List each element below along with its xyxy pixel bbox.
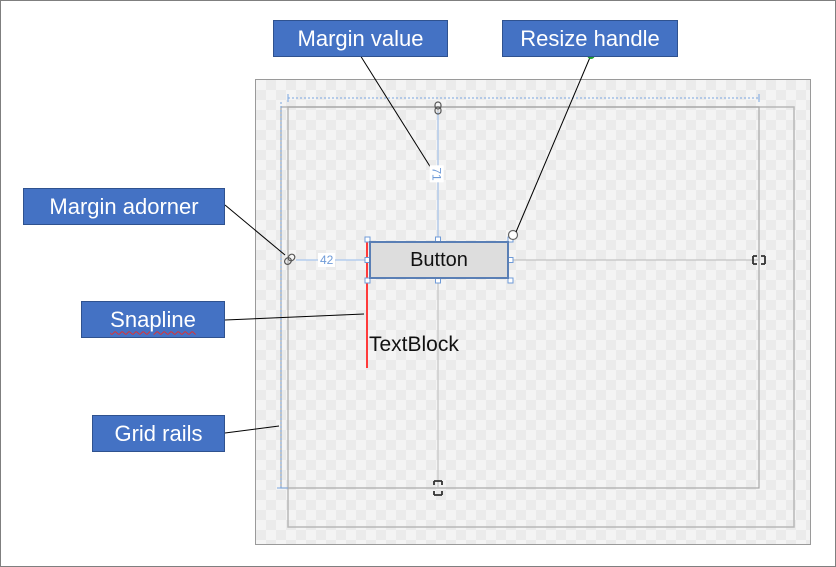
callout-resize-handle: Resize handle bbox=[502, 20, 678, 57]
margin-adorner-left-icon[interactable] bbox=[283, 253, 296, 266]
leader-margin-adorner bbox=[224, 204, 286, 256]
button-control-label: Button bbox=[410, 248, 468, 271]
grid-border bbox=[280, 106, 760, 489]
callout-margin-adorner: Margin adorner bbox=[23, 188, 225, 225]
callout-grid-rails: Grid rails bbox=[92, 415, 225, 452]
margin-adorner-bottom-broken-icon[interactable] bbox=[433, 480, 443, 496]
design-surface[interactable] bbox=[255, 79, 811, 545]
leader-snapline bbox=[224, 313, 365, 321]
button-control[interactable]: Button bbox=[369, 241, 509, 279]
leader-margin-value bbox=[359, 54, 432, 169]
top-margin-value[interactable]: 71 bbox=[429, 165, 444, 183]
callout-snapline: Snapline bbox=[81, 301, 225, 338]
resize-handle-icon[interactable] bbox=[507, 229, 519, 241]
margin-adorner-right-broken-icon[interactable] bbox=[752, 255, 766, 265]
textblock-control[interactable]: TextBlock bbox=[369, 333, 459, 356]
callout-margin-value: Margin value bbox=[273, 20, 448, 57]
leader-grid-rails bbox=[224, 425, 280, 434]
page-border bbox=[287, 106, 795, 528]
callout-snapline-label: Snapline bbox=[110, 306, 196, 332]
leader-resize-handle bbox=[515, 54, 592, 233]
margin-adorner-top-icon[interactable] bbox=[434, 101, 442, 115]
left-margin-value[interactable]: 42 bbox=[318, 253, 336, 267]
selection-handles[interactable] bbox=[364, 236, 514, 284]
